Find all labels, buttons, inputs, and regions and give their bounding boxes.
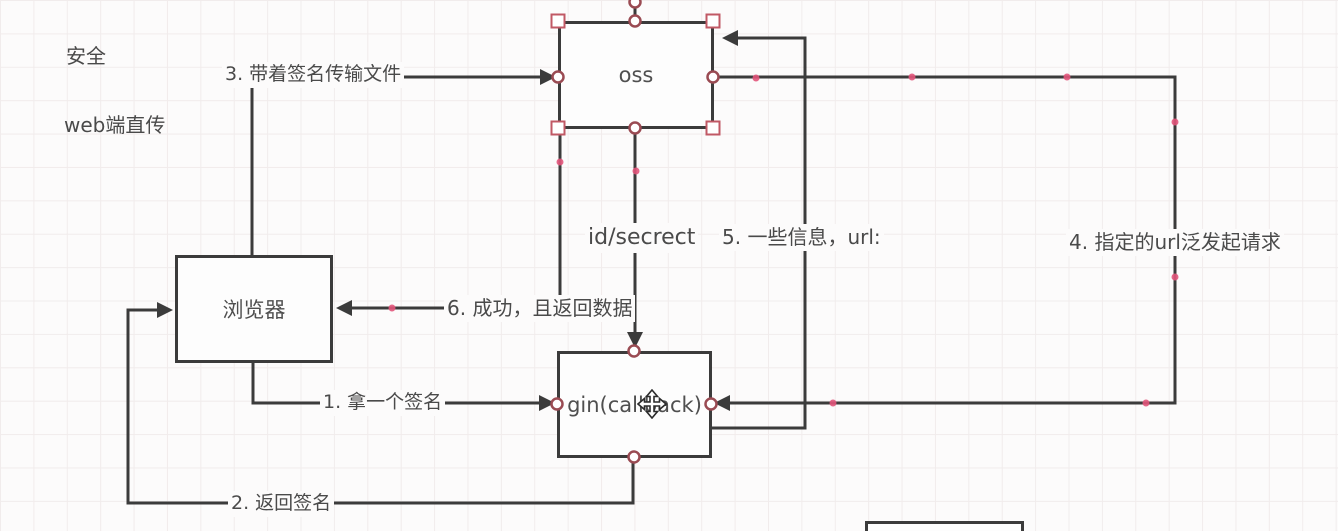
waypoint-dot[interactable] [1171,118,1179,126]
connection-point-gin-bottom[interactable] [627,450,641,464]
node-partial-bottom[interactable] [865,521,1024,531]
node-browser-label: 浏览器 [222,298,286,322]
node-oss-label: oss [618,63,654,87]
waypoint-dot[interactable] [829,399,837,407]
waypoint-dot[interactable] [908,73,916,81]
edge-label-step3[interactable]: 3. 带着签名传输文件 [222,62,405,88]
edge-label-step2[interactable]: 2. 返回签名 [228,491,335,517]
waypoint-dot[interactable] [632,167,640,175]
arrowhead-step4-icon [714,395,730,411]
connection-point-top-offscreen[interactable] [628,0,642,9]
arrowhead-id-secret-icon [627,332,643,348]
arrowhead-step3-icon [540,69,556,85]
connection-point-gin-right[interactable] [704,397,718,411]
connection-point-gin-top[interactable] [627,344,641,358]
connection-point-oss-right[interactable] [706,70,720,84]
arrowhead-step1-icon [539,395,555,411]
resize-handle-oss-bottom-right[interactable] [705,120,721,136]
edge-label-id-secret[interactable]: id/secrect [585,223,699,253]
resize-handle-oss-top-left[interactable] [550,13,566,29]
resize-handle-oss-top-right[interactable] [705,13,721,29]
edge-step6[interactable] [351,128,562,310]
node-browser[interactable]: 浏览器 [175,255,333,363]
edge-label-step1[interactable]: 1. 拿一个签名 [320,390,446,416]
node-gin-label: gin(callback) [567,392,702,417]
waypoint-dot[interactable] [1142,399,1150,407]
arrowhead-step5-icon [722,30,738,46]
edge-step2[interactable] [126,308,635,505]
move-cursor-icon [637,389,667,419]
waypoint-dot[interactable] [752,74,760,82]
note-security[interactable]: 安全 [66,44,106,68]
waypoint-dot[interactable] [388,304,396,312]
arrowhead-step2-icon [157,302,173,318]
edge-label-step6[interactable]: 6. 成功，且返回数据 [444,295,636,322]
connection-point-oss-bottom[interactable] [628,121,642,135]
resize-handle-oss-bottom-left[interactable] [550,120,566,136]
connection-point-gin-left[interactable] [550,397,564,411]
arrowhead-step6-icon [336,300,352,316]
waypoint-dot[interactable] [1063,73,1071,81]
edge-label-step4[interactable]: 4. 指定的url泛发起请求 [1066,229,1284,256]
edge-step3[interactable] [250,75,541,255]
waypoint-dot[interactable] [556,158,564,166]
connection-point-oss-top[interactable] [628,14,642,28]
connection-point-oss-left[interactable] [551,70,565,84]
note-web-direct-upload[interactable]: web端直传 [64,113,166,137]
edge-label-step5[interactable]: 5. 一些信息，url: [719,224,884,251]
waypoint-dot[interactable] [1171,273,1179,281]
